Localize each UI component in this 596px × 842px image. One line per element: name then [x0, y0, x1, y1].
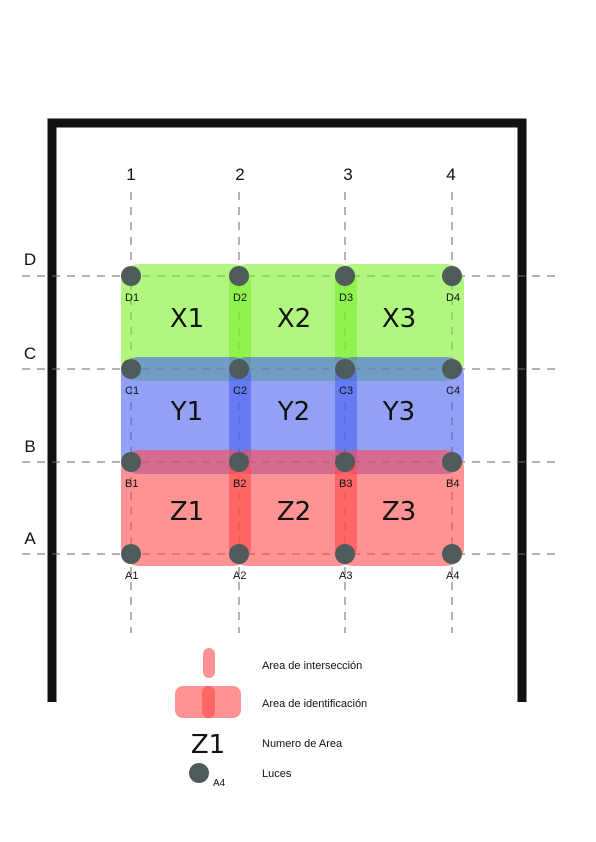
light-label-d3: D3 — [339, 292, 353, 304]
identification-area-y3 — [335, 357, 464, 474]
row-label-d: D — [24, 250, 36, 269]
column-label-4: 4 — [446, 165, 455, 184]
area-label-x3: X3 — [382, 304, 416, 334]
light-d1 — [121, 266, 141, 286]
light-label-a1: A1 — [125, 570, 138, 582]
legend-lights-label: Luces — [262, 768, 292, 780]
row-label-a: A — [24, 529, 36, 548]
light-label-b4: B4 — [446, 478, 459, 490]
light-b3 — [335, 452, 355, 472]
identification-area-z2 — [229, 450, 357, 566]
area-label-x1: X1 — [170, 304, 204, 334]
room-wall — [47, 118, 527, 702]
light-label-c2: C2 — [233, 385, 247, 397]
light-a4 — [442, 544, 462, 564]
identification-area-y1 — [121, 357, 251, 474]
row-label-b: B — [24, 437, 35, 456]
legend-intersection-symbol — [203, 648, 215, 678]
legend-identification-label: Area de identificación — [262, 698, 367, 710]
area-label-y1: Y1 — [170, 397, 203, 427]
light-label-a4: A4 — [446, 570, 459, 582]
light-label-d1: D1 — [125, 292, 139, 304]
identification-area-y2 — [229, 357, 357, 474]
light-c4 — [442, 359, 462, 379]
area-label-y2: Y2 — [277, 397, 310, 427]
legend-area-number-symbol: Z1 — [191, 730, 225, 760]
light-d4 — [442, 266, 462, 286]
light-d2 — [229, 266, 249, 286]
legend-light-sublabel: A4 — [213, 778, 226, 789]
light-b1 — [121, 452, 141, 472]
identification-area-x3 — [335, 264, 464, 381]
light-c1 — [121, 359, 141, 379]
area-label-z2: Z2 — [277, 497, 311, 527]
area-label-z3: Z3 — [382, 497, 416, 527]
light-b2 — [229, 452, 249, 472]
light-label-b3: B3 — [339, 478, 352, 490]
identification-area-x2 — [229, 264, 357, 381]
light-a3 — [335, 544, 355, 564]
light-label-a2: A2 — [233, 570, 246, 582]
light-c3 — [335, 359, 355, 379]
column-label-2: 2 — [235, 165, 244, 184]
column-label-3: 3 — [343, 165, 352, 184]
identification-areas — [121, 264, 464, 566]
identification-area-x1 — [121, 264, 251, 381]
light-label-b2: B2 — [233, 478, 246, 490]
light-label-b1: B1 — [125, 478, 138, 490]
light-d3 — [335, 266, 355, 286]
light-label-a3: A3 — [339, 570, 352, 582]
light-label-d4: D4 — [446, 292, 460, 304]
area-label-x2: X2 — [277, 304, 311, 334]
area-label-z1: Z1 — [170, 497, 204, 527]
light-label-c4: C4 — [446, 385, 460, 397]
legend-area-number-label: Numero de Area — [262, 738, 343, 750]
light-label-c3: C3 — [339, 385, 353, 397]
light-a2 — [229, 544, 249, 564]
light-a1 — [121, 544, 141, 564]
legend-light-symbol — [189, 763, 209, 783]
column-label-1: 1 — [126, 165, 135, 184]
light-b4 — [442, 452, 462, 472]
row-label-c: C — [24, 344, 36, 363]
area-label-y3: Y3 — [382, 397, 415, 427]
light-label-c1: C1 — [125, 385, 139, 397]
legend-intersection-label: Area de intersección — [262, 660, 362, 672]
identification-area-z3 — [335, 450, 464, 566]
legend-identification-overlap — [202, 686, 215, 718]
light-c2 — [229, 359, 249, 379]
identification-area-z1 — [121, 450, 251, 566]
light-label-d2: D2 — [233, 292, 247, 304]
